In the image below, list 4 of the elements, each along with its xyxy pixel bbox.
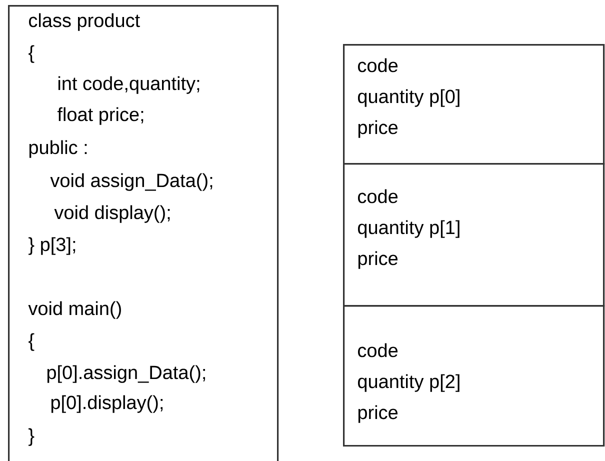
memory-cell: code quantity p[1] price — [343, 163, 605, 307]
memory-cell: code quantity p[0] price — [343, 44, 605, 165]
code-box: class product { int code,quantity; float price; public : void assign_Data(); void display(); } p[3]; void main() { p[0].assign_Data(); p[0].display(); } — [8, 5, 279, 461]
memory-cell: code quantity p[2] price — [343, 305, 605, 447]
